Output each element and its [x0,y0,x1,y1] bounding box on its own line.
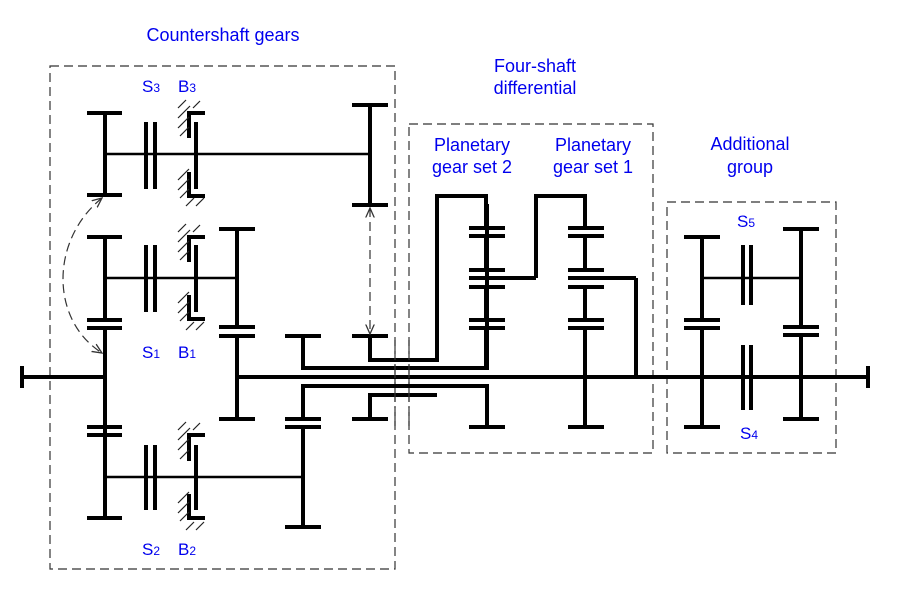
additional-title-line2: group [726,157,774,177]
planetary2-label-line2: gear set 2 [431,157,513,177]
additional-title-line1: Additional [710,134,790,154]
planetary1-label-line2: gear set 1 [552,157,634,177]
countershaft-lower [87,417,321,531]
differential-group-box [408,123,654,454]
countershaft-group-title: Countershaft gears [146,25,300,45]
label-s2: S2 [142,540,161,559]
main-shaft-assembly [237,194,636,429]
differential-title-line1: Four-shaft [493,56,577,76]
label-b2: B2 [178,540,197,559]
differential-title-line2: differential [493,78,577,98]
label-s5: S5 [737,212,756,231]
label-b1: B1 [178,343,197,362]
countershaft-group-box [49,65,396,570]
label-s3: S3 [142,77,161,96]
planetary-gear-set-2 [469,226,536,368]
connection-lines [62,198,410,430]
planetary1-label-line1: Planetary [554,135,632,155]
label-s1: S1 [142,343,161,362]
input-shaft [20,366,105,388]
label-b3: B3 [178,77,197,96]
planetary2-label-line1: Planetary [433,135,511,155]
planetary-gear-set-1 [534,194,870,429]
label-s4: S4 [740,424,759,443]
additional-group-gears [684,227,819,429]
countershaft-upper [87,99,388,207]
countershaft-middle [87,223,255,520]
additional-group-box [666,201,837,454]
